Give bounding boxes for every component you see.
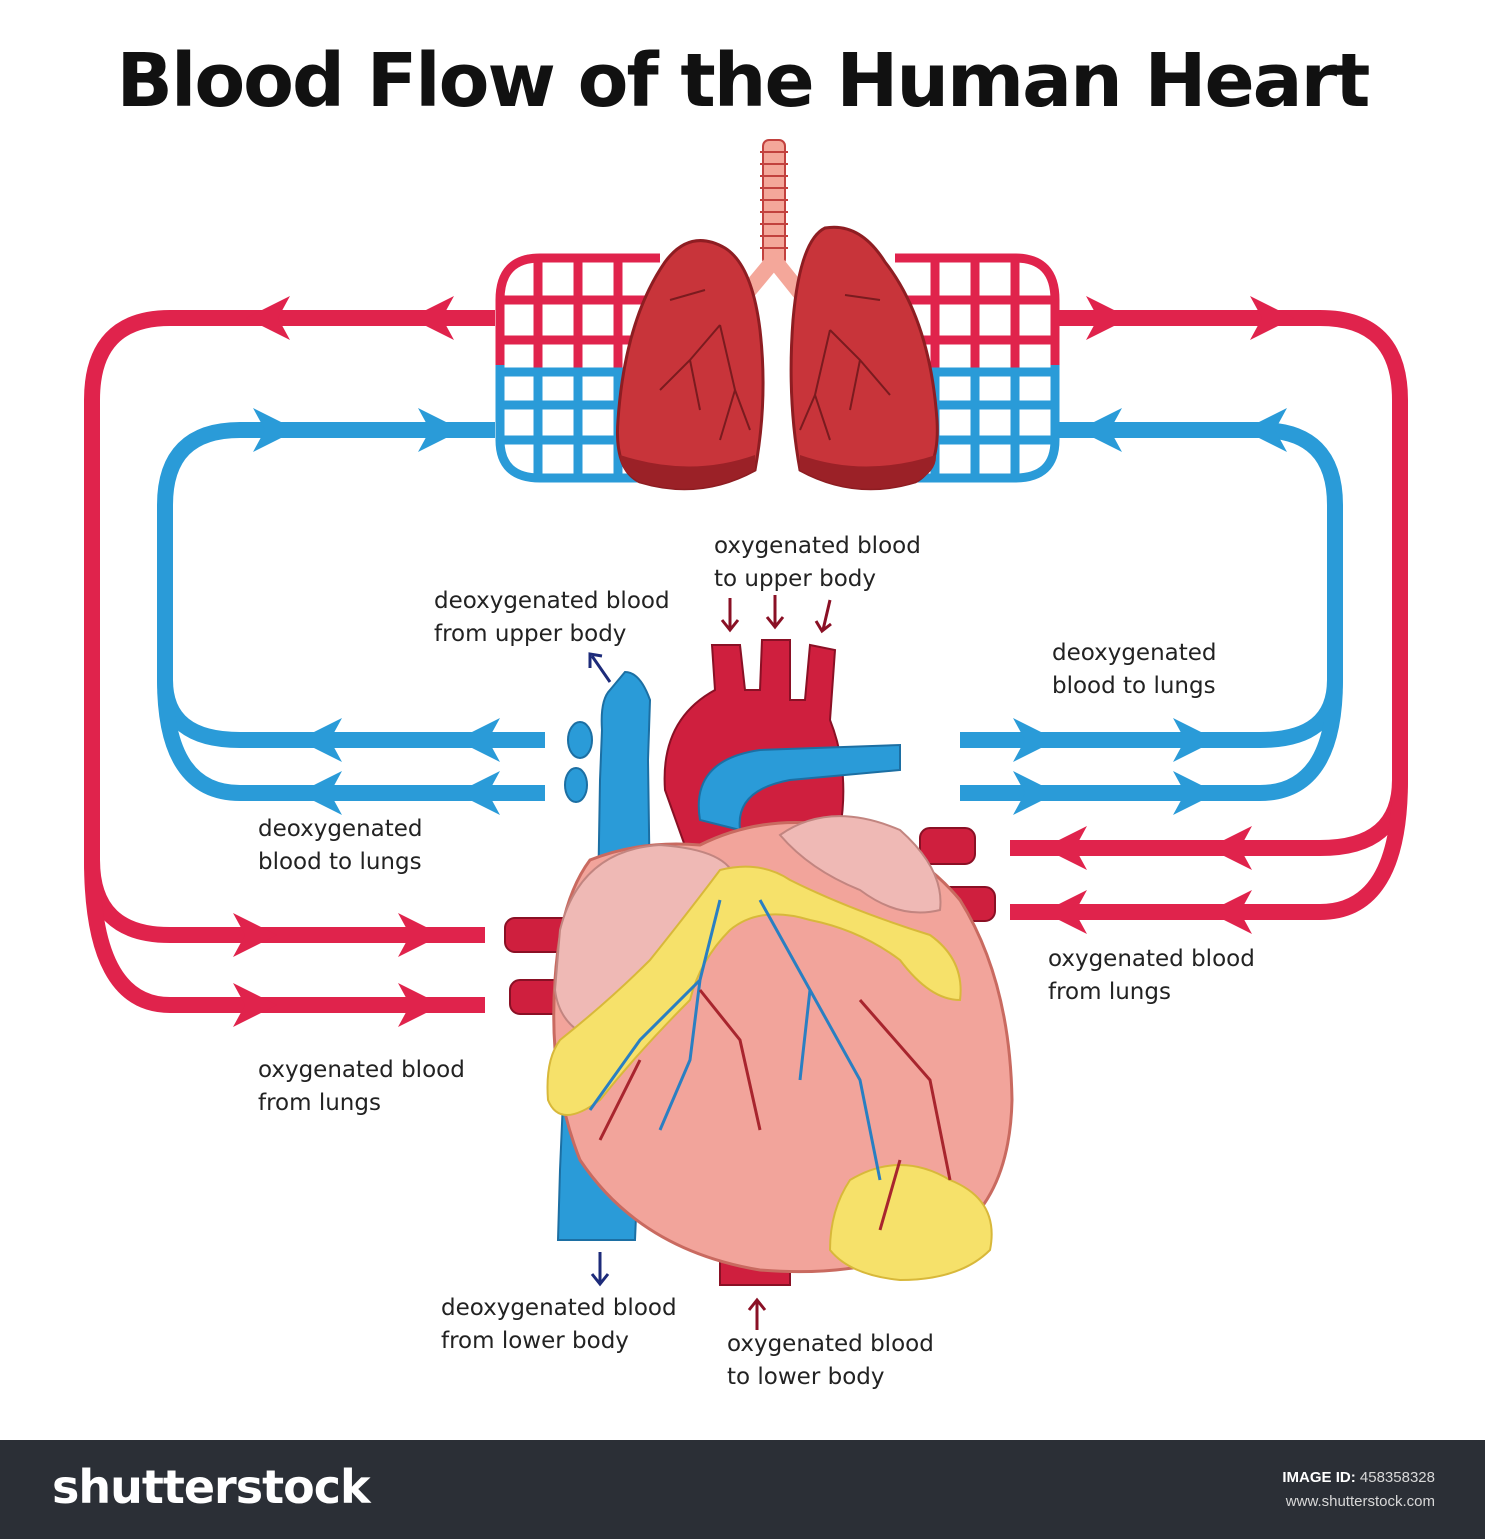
left-oxygenated-loop-lower [84,859,485,1013]
left-oxygenated-loop-upper [84,310,495,943]
right-capillary-grid [895,253,1060,483]
diagram-title: Blood Flow of the Human Heart [116,38,1371,124]
left-deoxygenated-loop-lower [157,679,545,801]
image-id-value: 458358328 [1359,1469,1435,1486]
right-oxygenated-loop-lower [1010,779,1408,920]
image-id-block: IMAGE ID: 458358328 www.shutterstock.com [1282,1466,1435,1514]
stock-footer-bar: shutterstock IMAGE ID: 458358328 www.shu… [0,1440,1485,1539]
fat-deposits [546,865,993,1282]
left-deoxygenated-loop-upper [157,422,545,748]
pulmonary-artery [697,743,901,832]
right-deoxygenated-loop-lower [960,679,1343,801]
trachea [762,139,786,266]
right-lung [789,225,939,491]
flow-indicators [588,595,832,1330]
brand-logo[interactable]: shutterstock [52,1460,371,1514]
right-deoxygenated-loop-upper [960,422,1343,748]
coronary-vessels [588,899,952,1231]
lungs-illustration [615,139,939,491]
heart-illustration [504,639,1014,1286]
right-oxygenated-loop-upper [1010,310,1408,856]
left-capillary-grid [495,253,660,483]
blood-flow-diagram [84,139,1408,1330]
image-id-label: IMAGE ID: [1282,1469,1356,1486]
right-atrium [778,815,942,914]
site-url[interactable]: www.shutterstock.com [1285,1493,1435,1510]
